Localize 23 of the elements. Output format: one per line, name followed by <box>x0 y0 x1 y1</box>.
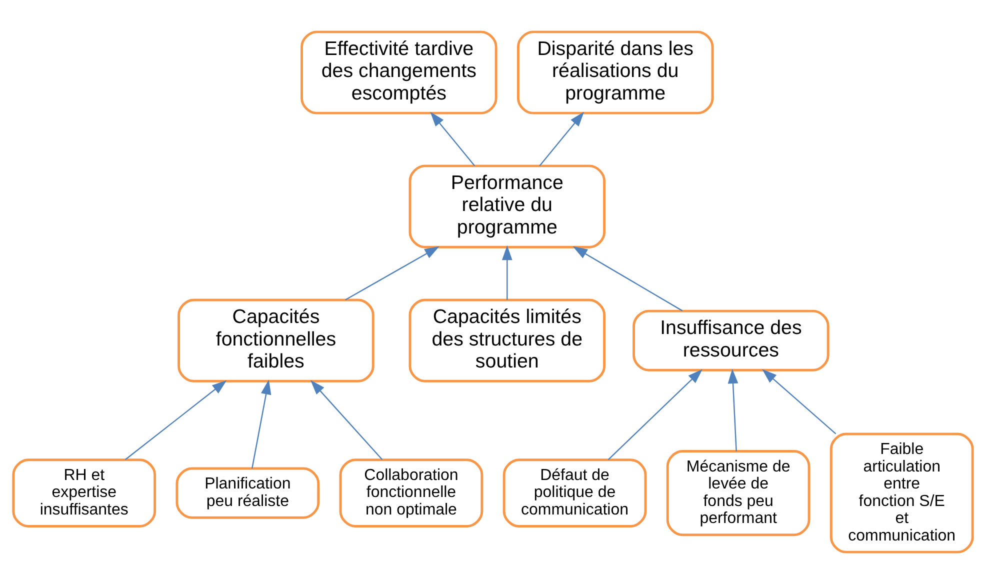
node-box: Collaboration fonctionnelle non optimale <box>339 458 484 527</box>
arrow <box>124 380 227 460</box>
node-box: Faible articulation entre fonction S/E et communication <box>830 432 974 553</box>
arrow <box>572 246 683 311</box>
node-box: Insuffisance des ressources <box>632 309 830 371</box>
node-box: Performance relative du programme <box>408 164 606 248</box>
arrow <box>539 111 584 166</box>
node-box: Mécanisme de levée de fonds peu performant <box>666 450 810 536</box>
arrow <box>762 368 836 434</box>
node-box: Capacités fonctionnelles faibles <box>178 298 374 382</box>
node-box: Disparité dans les réalisations du programme <box>516 30 714 114</box>
arrow <box>310 380 383 460</box>
node-box: RH et expertise insuffisantes <box>12 458 156 527</box>
node-box: Planification peu réaliste <box>176 466 320 518</box>
arrow <box>345 246 440 300</box>
arrow <box>430 111 476 166</box>
arrow <box>502 244 512 300</box>
arrow <box>728 368 738 451</box>
node-box: Défaut de politique de communication <box>502 458 647 527</box>
arrow <box>608 368 703 460</box>
node-box: Capacités limités des structures de soutien <box>408 298 606 382</box>
node-box: Effectivité tardive des changements escomptés <box>300 30 498 114</box>
arrow <box>251 379 272 468</box>
